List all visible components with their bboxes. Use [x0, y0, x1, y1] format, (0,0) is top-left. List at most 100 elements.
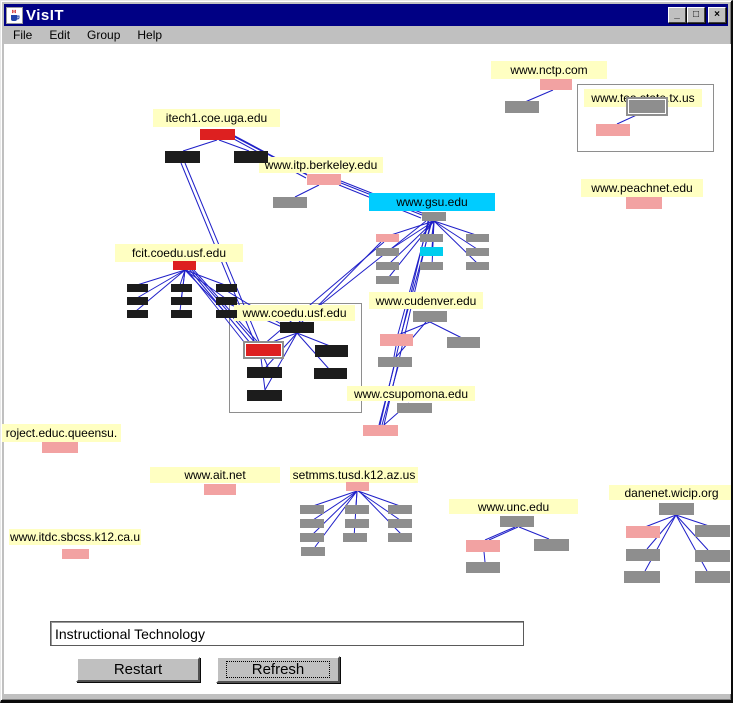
node-unc-hub[interactable] — [500, 516, 534, 527]
node-set-c3r3[interactable] — [388, 533, 412, 542]
site-label-queensu[interactable]: roject.educ.queensu. — [2, 424, 121, 442]
node-itdc-pink[interactable] — [62, 549, 89, 559]
menu-edit[interactable]: Edit — [49, 28, 71, 42]
menu-bar: File Edit Group Help — [4, 26, 728, 44]
maximize-button[interactable]: □ — [687, 7, 705, 23]
node-gsu-pink[interactable] — [376, 234, 399, 242]
site-label-setmms[interactable]: setmms.tusd.k12.az.us — [290, 467, 418, 483]
group-box-tea-group — [577, 84, 714, 152]
node-coedu-r2[interactable] — [314, 368, 347, 379]
node-ait-pink[interactable] — [204, 484, 236, 495]
node-dane-l2[interactable] — [626, 549, 660, 561]
node-itech-black2[interactable] — [234, 151, 268, 163]
node-set-c1r1[interactable] — [300, 505, 324, 514]
minimize-button[interactable]: _ — [668, 7, 686, 23]
node-gsu-m3[interactable] — [420, 262, 443, 270]
query-input[interactable] — [50, 621, 524, 646]
node-dane-pink[interactable] — [626, 526, 660, 538]
site-label-itp[interactable]: www.itp.berkeley.edu — [259, 157, 383, 173]
site-label-tea[interactable]: www.tea.state.tx.us — [584, 89, 702, 107]
node-set-c1r2[interactable] — [300, 519, 324, 528]
node-queensu-pink[interactable] — [42, 442, 78, 453]
node-tea-pink[interactable] — [596, 124, 630, 136]
node-cud-r[interactable] — [447, 337, 480, 348]
node-set-c3r1[interactable] — [388, 505, 412, 514]
node-tea-gray[interactable] — [629, 100, 665, 113]
node-peachnet-pink[interactable] — [626, 197, 662, 209]
node-set-c2r2[interactable] — [345, 519, 369, 528]
node-cud-b[interactable] — [378, 357, 412, 367]
node-fcit-b1[interactable] — [127, 284, 148, 292]
node-fcit-b3[interactable] — [216, 284, 237, 292]
node-fcit-b5[interactable] — [171, 297, 192, 305]
node-unc-pink[interactable] — [466, 540, 500, 552]
node-itech-black1[interactable] — [165, 151, 200, 163]
node-coedu-hub[interactable] — [280, 322, 314, 333]
site-label-itech1[interactable]: itech1.coe.uga.edu — [153, 109, 280, 127]
menu-group[interactable]: Group — [87, 28, 121, 42]
window-title: VisIT — [26, 6, 65, 24]
node-coedu-red[interactable] — [246, 344, 281, 356]
node-gsu-hub[interactable] — [422, 212, 446, 221]
node-cud-hub[interactable] — [413, 311, 447, 322]
node-csu-gray[interactable] — [397, 403, 432, 413]
node-gsu-r1[interactable] — [466, 234, 489, 242]
node-setmms-pink[interactable] — [346, 482, 369, 491]
node-dane-r2[interactable] — [695, 550, 730, 562]
node-fcit-b2[interactable] — [171, 284, 192, 292]
node-dane-r1[interactable] — [695, 525, 730, 537]
node-dane-bl[interactable] — [624, 571, 660, 583]
node-gsu-l2[interactable] — [376, 248, 399, 256]
node-itech-red[interactable] — [200, 129, 235, 140]
title-bar[interactable]: VisIT _ □ × — [4, 4, 728, 26]
node-nctp-pink[interactable] — [540, 79, 572, 90]
site-label-unc[interactable]: www.unc.edu — [449, 499, 578, 514]
menu-file[interactable]: File — [13, 28, 33, 42]
node-set-c2r1[interactable] — [345, 505, 369, 514]
site-label-danenet[interactable]: danenet.wicip.org — [609, 485, 731, 500]
node-csu-pink[interactable] — [363, 425, 398, 436]
node-fcit-b8[interactable] — [171, 310, 192, 318]
node-fcit-red[interactable] — [173, 261, 196, 270]
node-fcit-b4[interactable] — [127, 297, 148, 305]
site-label-fcit[interactable]: fcit.coedu.usf.edu — [115, 244, 243, 262]
node-gsu-l3[interactable] — [376, 262, 399, 270]
node-set-c1r4[interactable] — [301, 547, 325, 556]
node-coedu-m2[interactable] — [247, 367, 282, 378]
node-gsu-m1[interactable] — [420, 234, 443, 242]
refresh-button[interactable]: Refresh — [216, 656, 340, 683]
node-fcit-b9[interactable] — [216, 310, 237, 318]
site-label-cudenver[interactable]: www.cudenver.edu — [369, 292, 483, 309]
node-gsu-l4[interactable] — [376, 276, 399, 284]
node-dane-hub[interactable] — [659, 503, 694, 515]
graph-canvas[interactable] — [4, 44, 731, 694]
node-itp-pink[interactable] — [307, 174, 341, 185]
node-gsu-r2[interactable] — [466, 248, 489, 256]
node-set-c1r3[interactable] — [300, 533, 324, 542]
site-label-nctp[interactable]: www.nctp.com — [491, 61, 607, 79]
restart-button[interactable]: Restart — [76, 657, 200, 682]
site-label-gsu[interactable]: www.gsu.edu — [369, 193, 495, 211]
node-coedu-b[interactable] — [247, 390, 282, 401]
site-label-itdc[interactable]: www.itdc.sbcss.k12.ca.u — [9, 529, 141, 545]
node-set-c2r3[interactable] — [343, 533, 367, 542]
site-label-peachnet[interactable]: www.peachnet.edu — [581, 179, 703, 197]
close-button[interactable]: × — [708, 7, 726, 23]
node-cud-pink[interactable] — [380, 334, 413, 346]
site-label-coedu[interactable]: www.coedu.usf.edu — [234, 305, 355, 321]
node-nctp-gray[interactable] — [505, 101, 539, 113]
node-fcit-b7[interactable] — [127, 310, 148, 318]
node-coedu-r1[interactable] — [315, 345, 348, 357]
node-dane-br[interactable] — [695, 571, 730, 583]
site-label-csupomona[interactable]: www.csupomona.edu — [347, 386, 475, 401]
node-gsu-r3[interactable] — [466, 262, 489, 270]
menu-help[interactable]: Help — [137, 28, 163, 42]
node-unc-r[interactable] — [534, 539, 569, 551]
site-label-ait[interactable]: www.ait.net — [150, 467, 280, 483]
node-fcit-b6[interactable] — [216, 297, 237, 305]
node-set-c3r2[interactable] — [388, 519, 412, 528]
node-gsu-cyan[interactable] — [420, 247, 443, 256]
node-unc-b[interactable] — [466, 562, 500, 573]
node-itp-gray[interactable] — [273, 197, 307, 208]
